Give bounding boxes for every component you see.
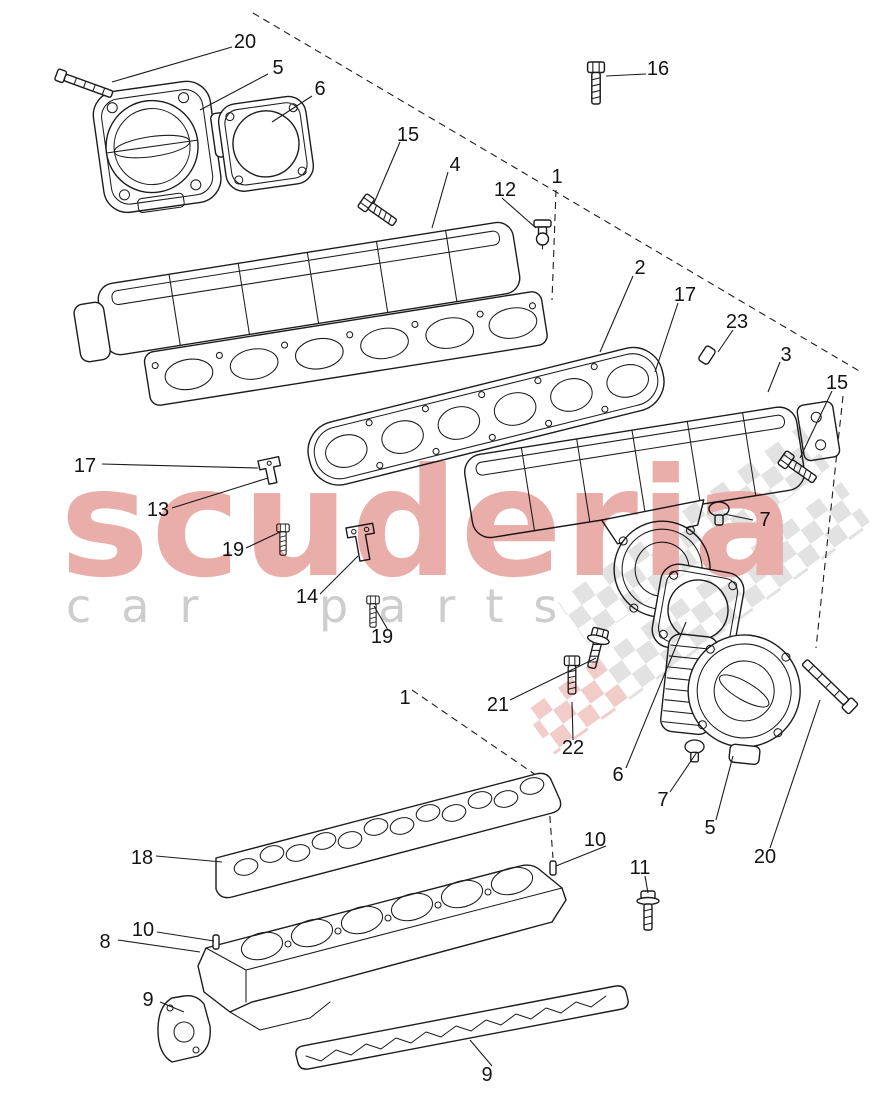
callout-4[interactable]: 4 bbox=[449, 154, 460, 176]
leader-line bbox=[245, 531, 281, 549]
leader-line bbox=[373, 141, 401, 204]
leader-line bbox=[171, 477, 269, 509]
callout-10-b[interactable]: 10 bbox=[132, 919, 154, 941]
callout-19-b[interactable]: 19 bbox=[371, 626, 393, 648]
bolt-15-upper-drawing bbox=[356, 192, 401, 231]
screw-20-upper-drawing bbox=[54, 68, 114, 98]
watermark-brand-text: scuderia bbox=[60, 437, 797, 611]
callout-15-a[interactable]: 15 bbox=[397, 124, 419, 146]
bolt-16-drawing bbox=[586, 61, 606, 105]
callout-23[interactable]: 23 bbox=[726, 311, 748, 333]
watermark: scuderia car parts bbox=[60, 425, 872, 755]
callout-6-a[interactable]: 6 bbox=[314, 78, 325, 100]
callout-1-b[interactable]: 1 bbox=[399, 687, 410, 709]
callout-20-b[interactable]: 20 bbox=[754, 846, 776, 868]
callouts: 20 5 6 16 15 4 12 1 2 17 23 3 15 17 13 1… bbox=[74, 31, 848, 1086]
cylinder-head-drawing bbox=[197, 864, 567, 1031]
throttle-body-upper-drawing bbox=[92, 80, 237, 214]
callout-15-b[interactable]: 15 bbox=[826, 372, 848, 394]
callout-19-a[interactable]: 19 bbox=[222, 539, 244, 561]
bolt-11-drawing bbox=[636, 890, 660, 931]
callout-9-a[interactable]: 9 bbox=[142, 989, 153, 1011]
leader-line bbox=[117, 939, 201, 953]
leader-line bbox=[767, 361, 781, 393]
callout-18[interactable]: 18 bbox=[131, 847, 153, 869]
checker-band-bottom bbox=[598, 482, 872, 701]
checker-band-red bbox=[524, 658, 630, 755]
leader-line bbox=[605, 73, 647, 77]
pin-23-drawing bbox=[698, 345, 716, 365]
leader-line bbox=[501, 197, 537, 229]
callout-1-a[interactable]: 1 bbox=[551, 166, 562, 188]
leader-line bbox=[769, 699, 821, 849]
valve-12-drawing bbox=[533, 219, 552, 250]
watermark-tagline-text: car parts bbox=[66, 579, 587, 633]
callout-6-b[interactable]: 6 bbox=[612, 764, 623, 786]
callout-10-a[interactable]: 10 bbox=[584, 829, 606, 851]
upper-intake-manifold-drawing bbox=[73, 221, 548, 406]
callout-8[interactable]: 8 bbox=[99, 931, 110, 953]
leader-line bbox=[159, 1001, 185, 1013]
leader-line bbox=[155, 855, 223, 863]
dashed-guide bbox=[252, 12, 862, 373]
leader-line bbox=[599, 275, 634, 353]
cylinder-head-gasket-upper-drawing bbox=[215, 772, 562, 899]
leader-line bbox=[715, 755, 734, 821]
bracket-14-drawing bbox=[345, 522, 376, 562]
callout-7-b[interactable]: 7 bbox=[657, 789, 668, 811]
leader-line bbox=[271, 95, 313, 123]
screw-20-lower-drawing bbox=[801, 659, 859, 715]
leader-line bbox=[509, 657, 597, 701]
throttle-gasket-upper-drawing bbox=[217, 95, 315, 192]
leader-line bbox=[111, 46, 233, 83]
dashed-guide bbox=[551, 189, 557, 301]
callout-11[interactable]: 11 bbox=[630, 857, 651, 879]
leader-line bbox=[654, 302, 679, 373]
pin-10-left-drawing bbox=[212, 934, 220, 950]
callout-2[interactable]: 2 bbox=[634, 257, 645, 279]
exhaust-gasket-drawing bbox=[295, 985, 629, 1070]
checker-band-top bbox=[557, 425, 831, 644]
manifold-gasket-drawing bbox=[307, 346, 665, 486]
callout-17-b[interactable]: 17 bbox=[74, 455, 96, 477]
callout-7-a[interactable]: 7 bbox=[759, 509, 770, 531]
callout-17-a[interactable]: 17 bbox=[674, 284, 696, 306]
callout-5-b[interactable]: 5 bbox=[704, 817, 715, 839]
callout-12[interactable]: 12 bbox=[494, 179, 516, 201]
callout-5-a[interactable]: 5 bbox=[272, 57, 283, 79]
callout-3[interactable]: 3 bbox=[780, 344, 791, 366]
bracket-13-drawing bbox=[257, 455, 282, 485]
leader-line bbox=[319, 555, 359, 595]
plug-7-lower-drawing bbox=[684, 739, 705, 763]
leader-line bbox=[156, 931, 215, 942]
callout-20-a[interactable]: 20 bbox=[234, 31, 256, 53]
callout-21[interactable]: 21 bbox=[487, 694, 509, 716]
callout-9-b[interactable]: 9 bbox=[481, 1064, 492, 1086]
end-gasket-drawing bbox=[157, 994, 211, 1063]
leader-line bbox=[555, 845, 607, 867]
pin-10-right-drawing bbox=[549, 860, 557, 876]
callout-14[interactable]: 14 bbox=[296, 586, 318, 608]
leader-line bbox=[431, 171, 449, 229]
callout-16[interactable]: 16 bbox=[647, 58, 669, 80]
leader-lines bbox=[101, 46, 833, 1067]
callout-13[interactable]: 13 bbox=[147, 499, 169, 521]
leader-line bbox=[101, 463, 259, 469]
leader-line bbox=[199, 73, 269, 111]
leader-line bbox=[669, 751, 698, 793]
checkered-flag-decoration bbox=[524, 425, 872, 755]
leader-line bbox=[469, 1039, 493, 1067]
leader-line bbox=[644, 875, 649, 894]
leader-line bbox=[373, 605, 389, 631]
dashed-guide bbox=[411, 689, 547, 783]
leader-line bbox=[717, 329, 734, 353]
